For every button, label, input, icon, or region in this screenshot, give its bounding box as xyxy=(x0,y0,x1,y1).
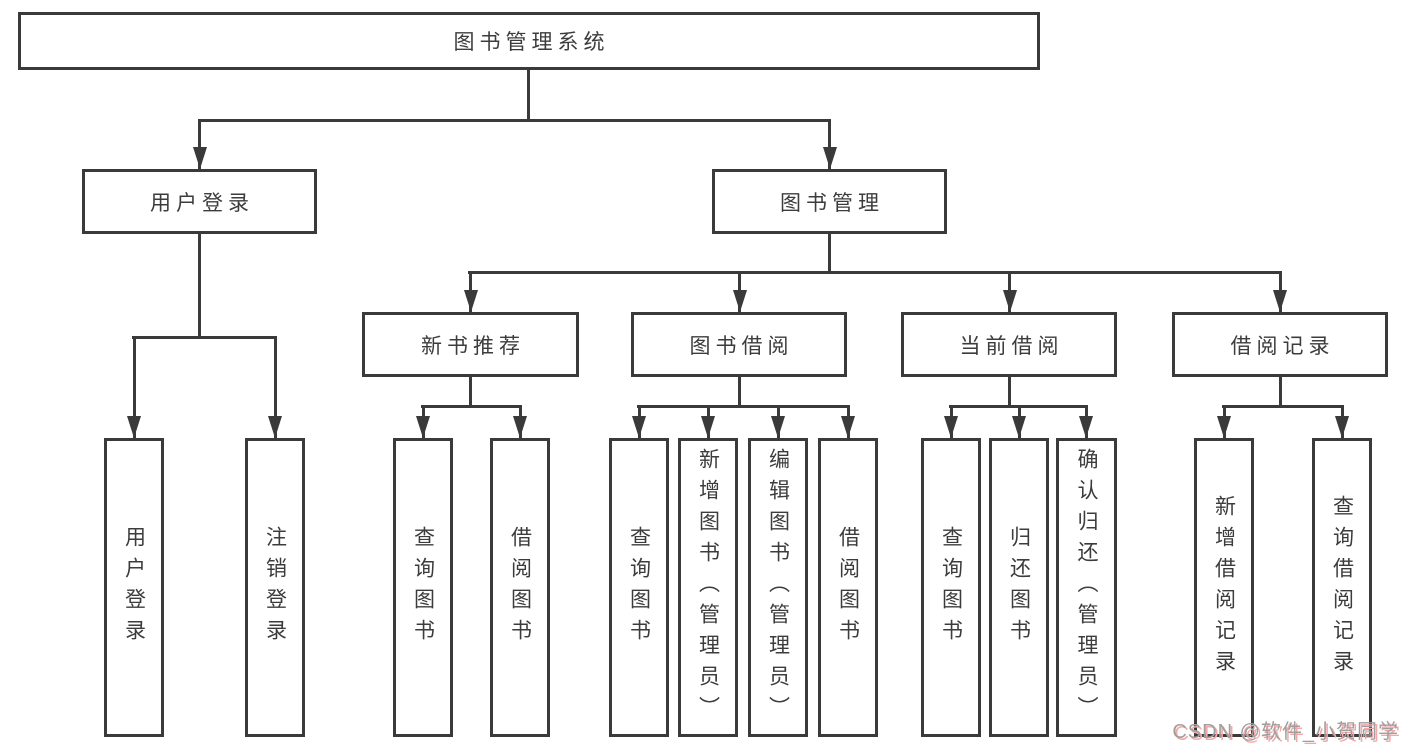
connector-split-records xyxy=(1222,405,1344,408)
connector-arrow-leaf-return-books xyxy=(1017,405,1021,438)
connector-split-borrowing xyxy=(637,405,849,408)
node-book-management-label: 图书管理 xyxy=(780,191,884,215)
node-leaf-borrow-books-recommend-label: 借阅图书 xyxy=(508,525,532,650)
node-new-book-recommendation: 新书推荐 xyxy=(362,312,579,377)
node-root: 图书管理系统 xyxy=(18,12,1040,70)
connector-split-root xyxy=(198,119,831,122)
connector-arrow-leaf-add-books xyxy=(706,405,710,438)
connector-arrow-leaf-confirm-return xyxy=(1084,405,1088,438)
node-leaf-query-books-borrowing: 查询图书 xyxy=(609,438,669,737)
connector-arrow-leaf-query-books-current xyxy=(949,405,953,438)
node-leaf-edit-books-admin: 编辑图书（管理员） xyxy=(748,438,808,737)
connector-stem-borrowing xyxy=(738,377,741,408)
node-leaf-query-books-recommend-label: 查询图书 xyxy=(411,525,435,650)
csdn-watermark: CSDN @软件_小贺同学 xyxy=(1172,721,1399,743)
node-leaf-borrow-books-borrowing-label: 借阅图书 xyxy=(836,525,860,650)
node-leaf-confirm-return-admin: 确认归还（管理员） xyxy=(1056,438,1117,737)
connector-split-book-management xyxy=(468,271,1281,274)
connector-arrow-new-book xyxy=(469,271,472,312)
node-leaf-query-books-borrowing-label: 查询图书 xyxy=(627,525,651,650)
node-user-login: 用户登录 xyxy=(82,169,317,234)
node-leaf-return-books-label: 归还图书 xyxy=(1007,525,1031,650)
node-leaf-query-books-current: 查询图书 xyxy=(921,438,981,737)
node-leaf-user-login-label: 用户登录 xyxy=(122,525,146,650)
node-root-label: 图书管理系统 xyxy=(453,31,610,54)
connector-arrow-leaf-query-books-recommend xyxy=(421,405,425,438)
node-current-borrowing: 当前借阅 xyxy=(901,312,1117,377)
node-current-borrowing-label: 当前借阅 xyxy=(959,334,1064,358)
node-leaf-add-borrow-record-label: 新增借阅记录 xyxy=(1212,494,1236,681)
connector-arrow-leaf-edit-books xyxy=(776,405,780,438)
node-book-management: 图书管理 xyxy=(712,169,947,234)
connector-arrow-leaf-add-record xyxy=(1222,405,1226,438)
node-new-book-recommendation-label: 新书推荐 xyxy=(421,334,525,358)
connector-arrow-current-borrowing xyxy=(1008,271,1011,312)
node-leaf-logout-label: 注销登录 xyxy=(263,525,287,650)
connector-arrow-leaf-logout xyxy=(273,336,277,438)
node-borrowing-records-label: 借阅记录 xyxy=(1230,334,1335,358)
connector-stem-book-management xyxy=(828,234,831,274)
node-user-login-label: 用户登录 xyxy=(150,191,254,215)
connector-arrow-leaf-user-login xyxy=(132,336,136,438)
connector-arrow-leaf-query-record xyxy=(1340,405,1344,438)
node-book-borrowing: 图书借阅 xyxy=(631,312,847,377)
node-leaf-edit-books-admin-label: 编辑图书（管理员） xyxy=(766,448,790,727)
node-book-borrowing-label: 图书借阅 xyxy=(689,334,794,358)
connector-stem-user-login xyxy=(198,234,201,339)
node-leaf-query-books-recommend: 查询图书 xyxy=(393,438,453,737)
node-leaf-return-books: 归还图书 xyxy=(989,438,1049,737)
node-leaf-logout: 注销登录 xyxy=(245,438,305,737)
node-leaf-confirm-return-admin-label: 确认归还（管理员） xyxy=(1075,448,1098,727)
connector-arrow-book-management xyxy=(828,119,831,169)
connector-arrow-user-login xyxy=(198,119,201,169)
node-leaf-query-borrow-record-label: 查询借阅记录 xyxy=(1330,494,1354,681)
node-borrowing-records: 借阅记录 xyxy=(1172,312,1388,377)
node-leaf-add-books-admin-label: 新增图书（管理员） xyxy=(696,448,720,727)
connector-stem-current xyxy=(1008,377,1011,408)
node-leaf-borrow-books-recommend: 借阅图书 xyxy=(490,438,550,737)
connector-arrow-leaf-query-books-borrowing xyxy=(637,405,641,438)
connector-stem-new-book xyxy=(469,377,472,408)
node-leaf-query-books-current-label: 查询图书 xyxy=(939,525,963,650)
node-leaf-query-borrow-record: 查询借阅记录 xyxy=(1312,438,1372,737)
connector-arrow-leaf-borrow-books-recommend xyxy=(518,405,522,438)
connector-arrow-leaf-borrow-books-borrowing xyxy=(846,405,850,438)
connector-stem-records xyxy=(1278,377,1282,408)
connector-split-user-login xyxy=(132,336,277,339)
node-leaf-add-borrow-record: 新增借阅记录 xyxy=(1194,438,1254,737)
connector-split-new-book xyxy=(421,405,521,408)
connector-arrow-borrowing-records xyxy=(1278,271,1282,312)
connector-stem-root xyxy=(527,70,530,122)
node-leaf-borrow-books-borrowing: 借阅图书 xyxy=(818,438,878,737)
node-leaf-add-books-admin: 新增图书（管理员） xyxy=(678,438,738,737)
connector-arrow-book-borrowing xyxy=(738,271,741,312)
node-leaf-user-login: 用户登录 xyxy=(104,438,164,737)
